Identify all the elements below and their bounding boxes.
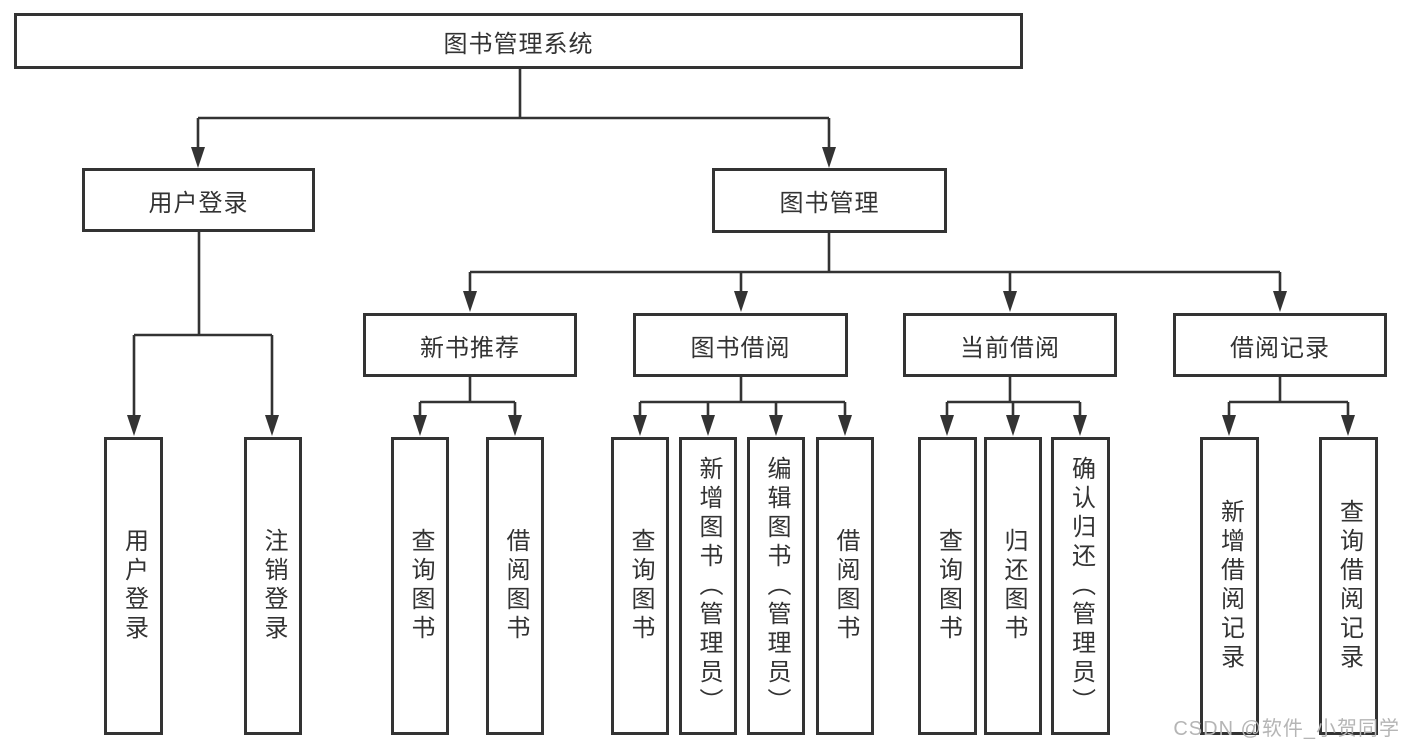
node-leaf-return-books: 归还图书 bbox=[984, 437, 1042, 735]
node-leaf-edit-books-admin: 编辑图书（管理员） bbox=[747, 437, 805, 735]
node-current-borrowing: 当前借阅 bbox=[903, 313, 1117, 377]
csdn-watermark: CSDN @软件_小贺同学 bbox=[1173, 718, 1400, 740]
node-book-borrowing: 图书借阅 bbox=[633, 313, 848, 377]
leaf-label: 注销登录 bbox=[260, 528, 287, 644]
node-leaf-query-books-1: 查询图书 bbox=[391, 437, 449, 735]
node-user-login: 用户登录 bbox=[82, 168, 315, 232]
node-borrowing-records: 借阅记录 bbox=[1173, 313, 1387, 377]
leaf-label: 确认归还（管理员） bbox=[1067, 455, 1095, 717]
node-leaf-add-borrow-record: 新增借阅记录 bbox=[1200, 437, 1259, 735]
leaf-label: 查询借阅记录 bbox=[1335, 499, 1363, 673]
leaf-label: 借阅图书 bbox=[832, 528, 859, 644]
node-leaf-query-books-3: 查询图书 bbox=[918, 437, 977, 735]
node-leaf-borrow-books-2: 借阅图书 bbox=[816, 437, 874, 735]
node-leaf-user-login: 用户登录 bbox=[104, 437, 163, 735]
leaf-label: 新增图书（管理员） bbox=[695, 455, 722, 717]
node-leaf-confirm-return-admin: 确认归还（管理员） bbox=[1051, 437, 1110, 735]
node-library-system: 图书管理系统 bbox=[14, 13, 1023, 69]
leaf-label: 借阅图书 bbox=[502, 528, 529, 644]
leaf-label: 查询图书 bbox=[407, 528, 434, 644]
node-leaf-query-books-2: 查询图书 bbox=[611, 437, 669, 735]
node-new-book-recommend: 新书推荐 bbox=[363, 313, 577, 377]
leaf-label: 新增借阅记录 bbox=[1216, 499, 1244, 673]
leaf-label: 归还图书 bbox=[1000, 528, 1027, 644]
leaf-label: 用户登录 bbox=[120, 528, 148, 644]
leaf-label: 查询图书 bbox=[934, 528, 962, 644]
node-leaf-borrow-books-1: 借阅图书 bbox=[486, 437, 544, 735]
leaf-label: 查询图书 bbox=[627, 528, 654, 644]
node-book-management: 图书管理 bbox=[712, 168, 947, 233]
leaf-label: 编辑图书（管理员） bbox=[763, 455, 790, 717]
node-leaf-add-books-admin: 新增图书（管理员） bbox=[679, 437, 737, 735]
node-leaf-logout: 注销登录 bbox=[244, 437, 302, 735]
node-leaf-query-borrow-record: 查询借阅记录 bbox=[1319, 437, 1378, 735]
